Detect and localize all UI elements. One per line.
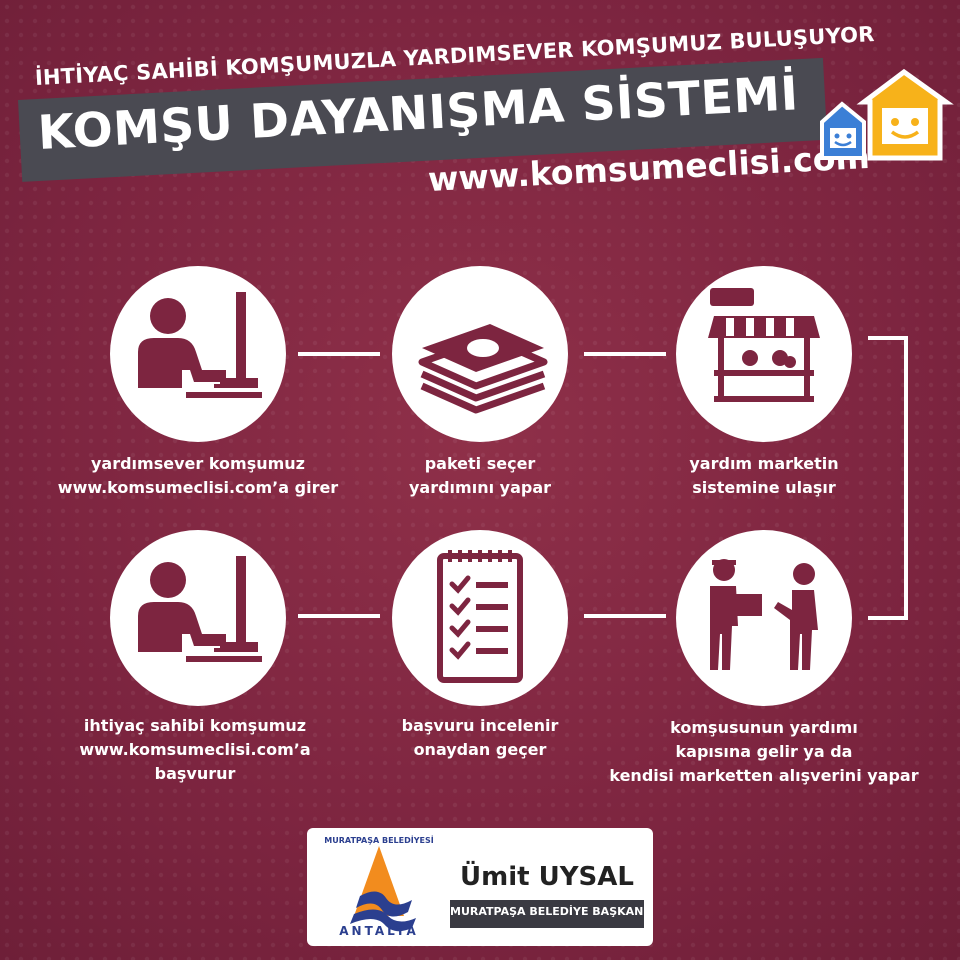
house-mascot-icon	[820, 68, 954, 161]
connector	[584, 614, 666, 618]
caption-line: yardımını yapar	[408, 478, 552, 497]
mayor-title-bar	[450, 900, 644, 928]
computer-user-icon	[138, 292, 262, 398]
step-4-caption: ihtiyaç sahibi komşumuz www.komsumeclisi…	[30, 714, 360, 786]
money-stack-icon	[418, 324, 548, 414]
caption-line: www.komsumeclisi.com’a girer	[57, 478, 339, 497]
step-5-circle	[392, 530, 568, 706]
mayor-name: Ümit UYSAL	[460, 862, 634, 892]
step-2-circle	[392, 266, 568, 442]
emblem-text-top: MURATPAŞA BELEDİYESİ	[324, 836, 434, 845]
connector	[298, 614, 380, 618]
connector	[298, 352, 380, 356]
connector	[868, 336, 908, 340]
caption-line: komşusunun yardımı	[670, 718, 858, 737]
step-5-caption: başvuru incelenir onaydan geçer	[360, 714, 600, 762]
step-1-circle	[110, 266, 286, 442]
step-6-caption: komşusunun yardımı kapısına gelir ya da …	[594, 716, 934, 788]
caption-line: onaydan geçer	[413, 740, 547, 759]
mayor-title: MURATPAŞA BELEDİYE BAŞKANI	[450, 905, 648, 918]
checklist-icon	[437, 550, 523, 683]
connector	[904, 336, 908, 620]
connector	[584, 352, 666, 356]
step-4-circle	[110, 530, 286, 706]
caption-line: www.komsumeclisi.com’a	[79, 740, 311, 759]
emblem-text-bottom: ANTALYA	[339, 924, 419, 938]
caption-line: yardım marketin	[689, 454, 839, 473]
caption-line: paketi seçer	[424, 454, 536, 473]
municipality-emblem-icon	[350, 846, 416, 932]
caption-line: kendisi marketten alışverini yapar	[609, 766, 919, 785]
connector	[868, 616, 908, 620]
step-2-caption: paketi seçer yardımını yapar	[360, 452, 600, 500]
step-3-circle	[676, 266, 852, 442]
step-3-caption: yardım marketin sistemine ulaşır	[650, 452, 878, 500]
computer-user-icon	[138, 556, 262, 662]
delivery-people-icon	[710, 559, 818, 670]
caption-line: başvuru incelenir	[401, 716, 559, 735]
caption-line: başvurur	[154, 764, 236, 783]
caption-line: sistemine ulaşır	[692, 478, 836, 497]
step-1-caption: yardımsever komşumuz www.komsumeclisi.co…	[20, 452, 376, 500]
caption-line: ihtiyaç sahibi komşumuz	[83, 716, 307, 735]
caption-line: kapısına gelir ya da	[675, 742, 853, 761]
step-6-circle	[676, 530, 852, 706]
caption-line: yardımsever komşumuz	[90, 454, 305, 473]
market-stall-icon	[708, 288, 820, 402]
